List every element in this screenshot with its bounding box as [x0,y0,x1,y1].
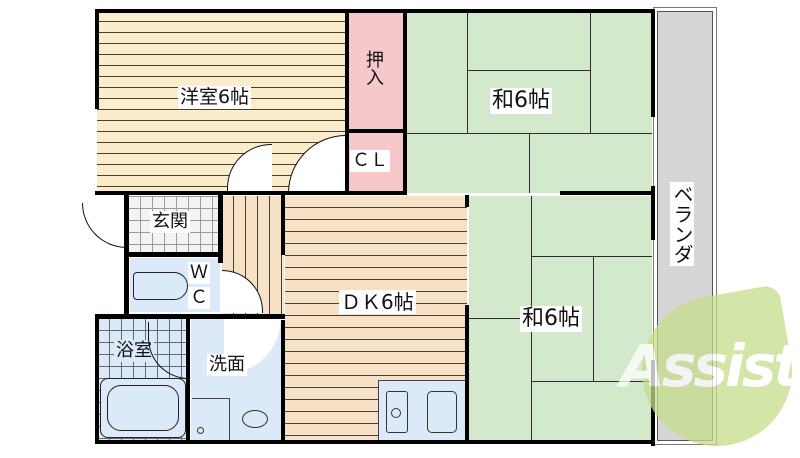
closet-oshiire-label: 押入 [362,48,384,88]
washroom-label: 洗面 [207,354,247,376]
wall [124,252,222,257]
wall [403,9,407,195]
entrance-label: 玄関 [150,211,190,233]
wall [95,314,99,444]
dining-kitchen-label: ＤＫ6帖 [339,290,416,314]
wall [560,191,655,195]
washbasin-icon [242,410,268,428]
wall [651,186,655,240]
wall [345,9,349,195]
bathroom-label: 浴室 [114,340,154,362]
entrance-door[interactable] [82,203,129,248]
washing-machine-area [192,398,230,442]
stove-icon [386,391,408,433]
japanese-room-upper-label: 和6帖 [490,88,552,114]
wall [281,320,285,444]
wall [465,305,469,444]
western-room-label: 洋室6帖 [178,86,252,109]
wall [281,195,285,255]
toilet-bowl-icon [133,272,188,300]
japanese-room-lower-label: 和6帖 [520,306,582,332]
wall [95,314,285,319]
assist-watermark: Assist [620,284,800,458]
bathtub [100,378,186,438]
sink-icon [427,391,457,433]
wall [95,9,99,109]
wall [218,195,223,263]
wall [95,9,655,13]
wall [465,195,469,207]
toilet-label-w: Ｗ [188,262,210,284]
wall [651,9,655,117]
wall [186,318,190,442]
kitchen-counter [378,380,465,440]
wall [95,191,285,195]
watermark-text: Assist [620,332,800,400]
toilet-label-c: Ｃ [188,287,210,309]
closet-cl-label: ＣＬ [350,150,390,172]
wall [345,129,407,133]
veranda-label: ベランダ [670,182,694,266]
wall [95,440,655,444]
